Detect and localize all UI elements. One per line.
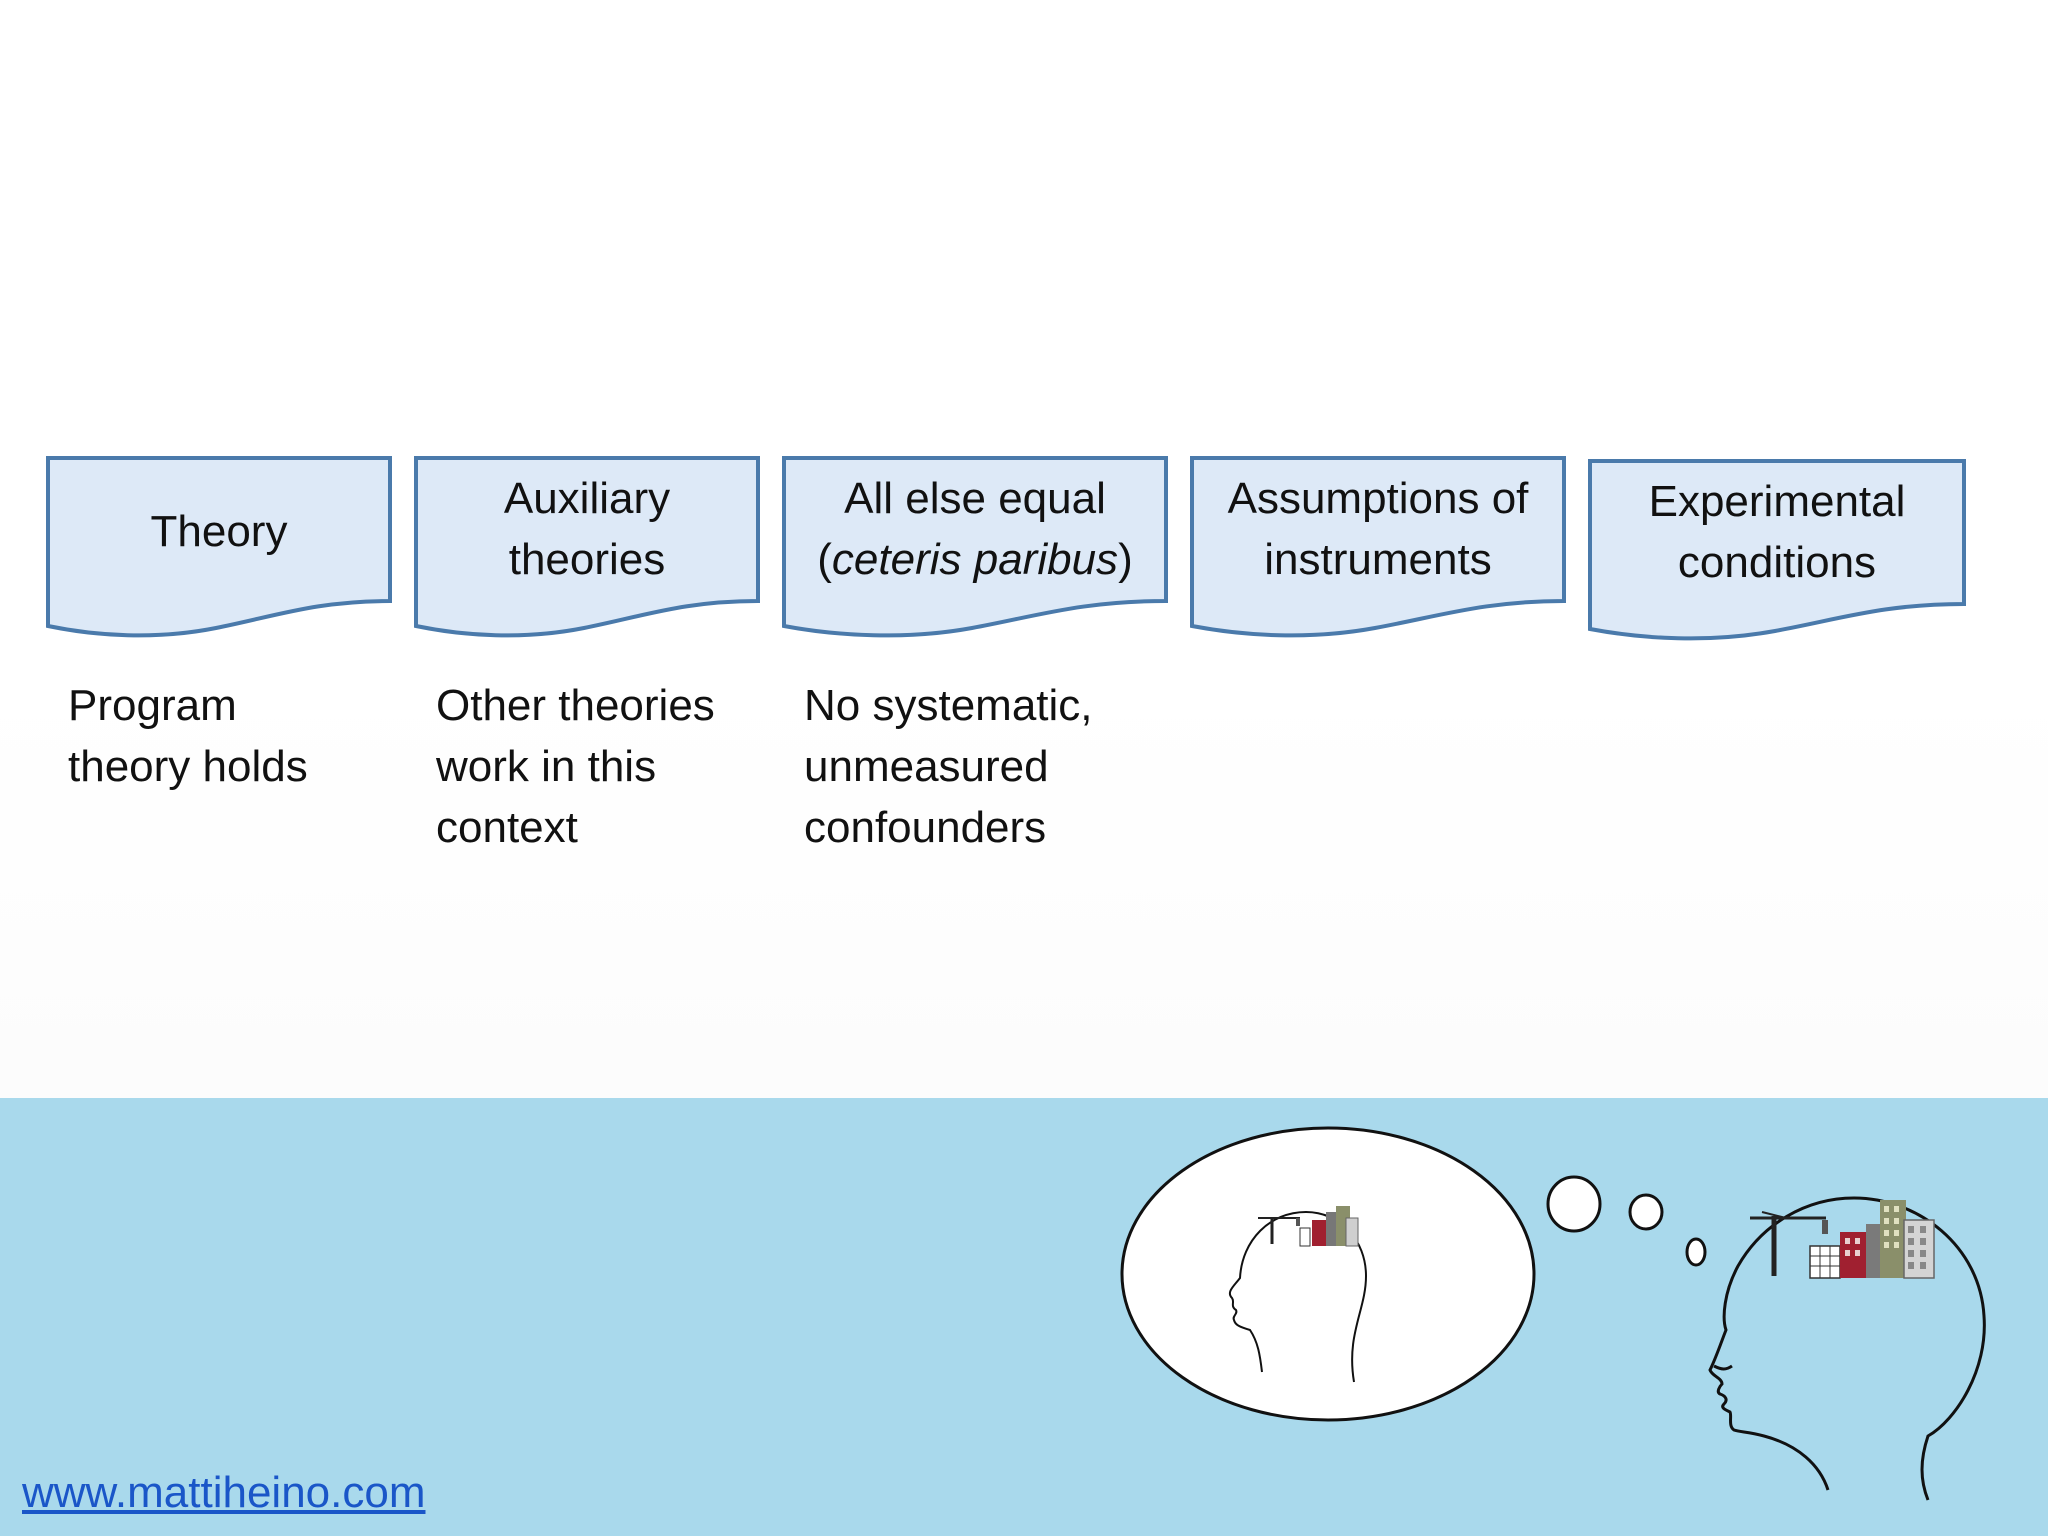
auxiliary-theories-box: Auxiliary theories bbox=[414, 456, 760, 638]
thinking-heads-illustration bbox=[1120, 1126, 1986, 1501]
thought-dot-small bbox=[1685, 1237, 1707, 1267]
large-head-icon bbox=[1708, 1196, 1986, 1501]
website-link[interactable]: www.mattiheino.com bbox=[22, 1468, 426, 1517]
ceteris-paribus-box: All else equal (ceteris paribus) bbox=[782, 456, 1168, 638]
document-shape bbox=[1588, 459, 1966, 641]
small-city-icon bbox=[1258, 1206, 1359, 1247]
paren-open: ( bbox=[817, 535, 832, 584]
thought-bubble bbox=[1120, 1126, 1536, 1422]
box-title-line2: conditions bbox=[1677, 538, 1877, 587]
theory-box: Theory bbox=[46, 456, 392, 638]
paren-close: ) bbox=[1118, 535, 1133, 584]
box-title-line2: theories bbox=[508, 535, 666, 584]
box-title-line1: Assumptions of bbox=[1227, 474, 1529, 523]
ceteris-paribus-description: No systematic, unmeasured confounders bbox=[804, 681, 1093, 852]
document-shape bbox=[782, 456, 1168, 638]
bottom-band bbox=[0, 1098, 2048, 1536]
large-city-icon bbox=[1750, 1200, 1935, 1279]
auxiliary-description: Other theories work in this context bbox=[436, 681, 715, 852]
box-title: Theory bbox=[150, 506, 288, 556]
box-title-line1: Auxiliary bbox=[503, 474, 671, 523]
latin-phrase: ceteris paribus bbox=[831, 535, 1119, 584]
box-title-line2: (ceteris paribus) bbox=[817, 529, 1132, 590]
experimental-conditions-box: Experimental conditions bbox=[1588, 459, 1966, 641]
box-title-line2: instruments bbox=[1264, 535, 1492, 584]
thought-dot-large bbox=[1546, 1175, 1602, 1233]
instrument-assumptions-box: Assumptions of instruments bbox=[1190, 456, 1566, 638]
small-head-icon bbox=[1228, 1210, 1368, 1383]
document-shape bbox=[46, 456, 392, 638]
document-shape bbox=[414, 456, 760, 638]
theory-description: Program theory holds bbox=[68, 681, 308, 791]
document-shape bbox=[1190, 456, 1566, 638]
thought-dot-medium bbox=[1628, 1193, 1664, 1231]
box-title-line1: All else equal bbox=[844, 474, 1106, 523]
box-title-line1: Experimental bbox=[1648, 477, 1906, 526]
